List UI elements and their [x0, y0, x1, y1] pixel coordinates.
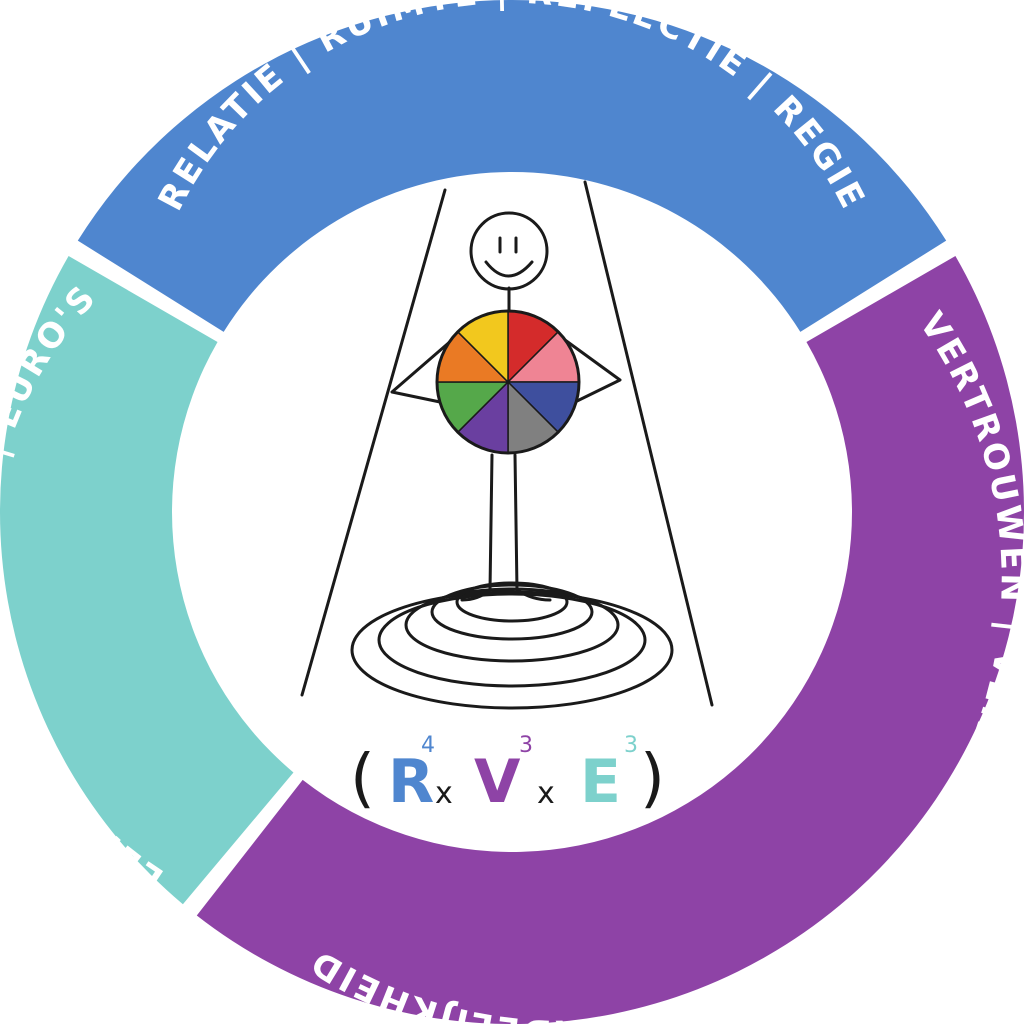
- ring-segment-e: [0, 256, 294, 905]
- stick-figure-illustration: [300, 180, 714, 710]
- formula-v-letter: V: [474, 747, 521, 817]
- formula-e-exponent: 3: [624, 733, 638, 758]
- color-wheel-body: [435, 309, 581, 455]
- formula-r-letter: R: [388, 747, 434, 817]
- formula-times-1: x: [435, 776, 453, 811]
- beam-line-left: [300, 188, 447, 697]
- ring-segment-r: [77, 0, 947, 332]
- ground-ripples: [350, 581, 674, 710]
- wheel-outline: [435, 309, 581, 455]
- arm-left: [390, 338, 454, 404]
- formula-v-exponent: 3: [519, 733, 533, 758]
- smile: [484, 260, 534, 278]
- formula-r-exponent: 4: [421, 733, 435, 758]
- leg-left: [460, 453, 494, 602]
- formula-close-paren: ): [640, 742, 665, 816]
- beam-line-right: [583, 180, 714, 707]
- formula-e-letter: E: [580, 747, 621, 817]
- formula-times-2: x: [537, 776, 555, 811]
- ring-segment-v: [196, 256, 1024, 1024]
- head: [469, 211, 549, 291]
- formula-open-paren: (: [350, 742, 375, 816]
- arm-right: [563, 338, 622, 404]
- formula: ( R 4 x V 3 x E 3 ): [350, 733, 665, 817]
- leg-right: [513, 453, 552, 602]
